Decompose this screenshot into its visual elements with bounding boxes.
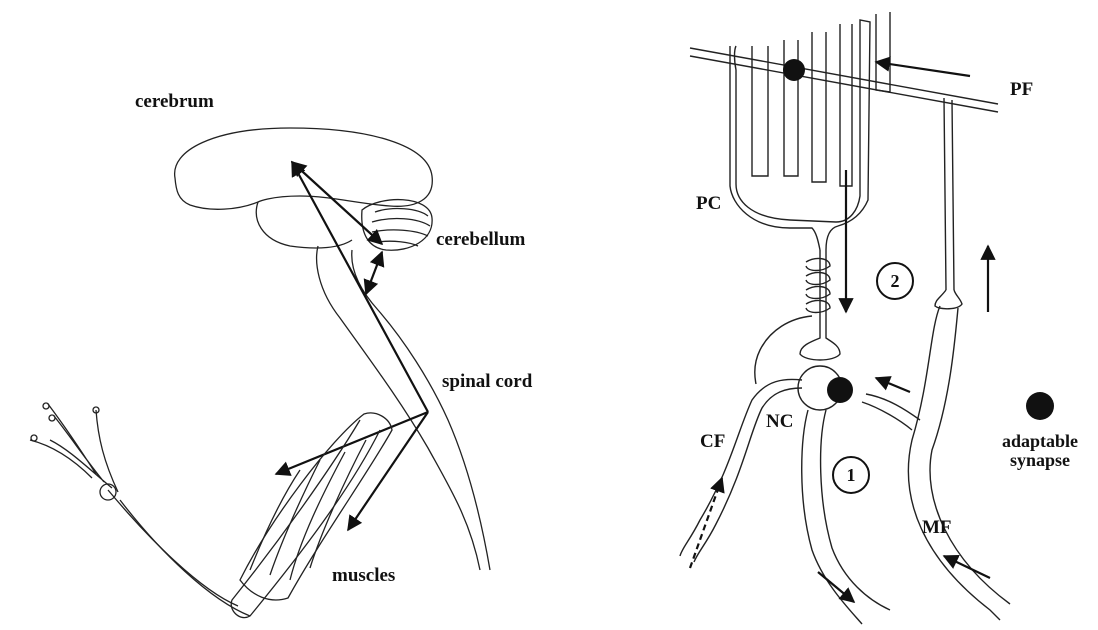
mf-to-nc-arrow xyxy=(876,378,910,392)
spinal-muscle-arrow-lower xyxy=(348,412,428,530)
adaptable-synapses xyxy=(783,59,853,403)
cerebrum-spinal-arrow xyxy=(292,162,428,412)
purkinje-cell xyxy=(730,12,890,360)
cerebellum-outline xyxy=(362,200,432,251)
legend-line-2: synapse xyxy=(980,451,1098,470)
label-cerebrum: cerebrum xyxy=(135,92,214,111)
left-signal-arrows xyxy=(276,162,428,530)
label-muscles: muscles xyxy=(332,566,395,585)
legend-line-1: adaptable xyxy=(980,432,1098,451)
label-cerebellum: cerebellum xyxy=(436,230,525,249)
label-spinal-cord: spinal cord xyxy=(442,372,532,391)
label-cf: CF xyxy=(700,432,725,451)
cerebellum-cord-arrow xyxy=(366,252,382,294)
spinal-cord-outline xyxy=(317,246,480,570)
label-pc: PC xyxy=(696,194,721,213)
label-mf: MF xyxy=(922,518,952,537)
pf-pc-synapse xyxy=(783,59,805,81)
hand-bones xyxy=(30,404,118,492)
label-pf: PF xyxy=(1010,80,1033,99)
temporal-lobe xyxy=(256,202,352,248)
legend-synapse-dot xyxy=(1026,392,1054,420)
mf-nc-synapse xyxy=(827,377,853,403)
parallel-fiber xyxy=(690,48,1010,620)
pathway-2-marker: 2 xyxy=(876,262,914,300)
cerebrum-outline xyxy=(175,128,433,209)
cerebrum-cerebellum-arrow xyxy=(292,162,382,244)
legend-text: adaptable synapse xyxy=(980,432,1098,470)
pathway-1-marker: 1 xyxy=(832,456,870,494)
spinal-muscle-arrow-upper xyxy=(276,412,428,474)
label-nc: NC xyxy=(766,412,793,431)
purkinje-dendrites xyxy=(730,12,890,250)
brain-illustration xyxy=(175,128,490,570)
